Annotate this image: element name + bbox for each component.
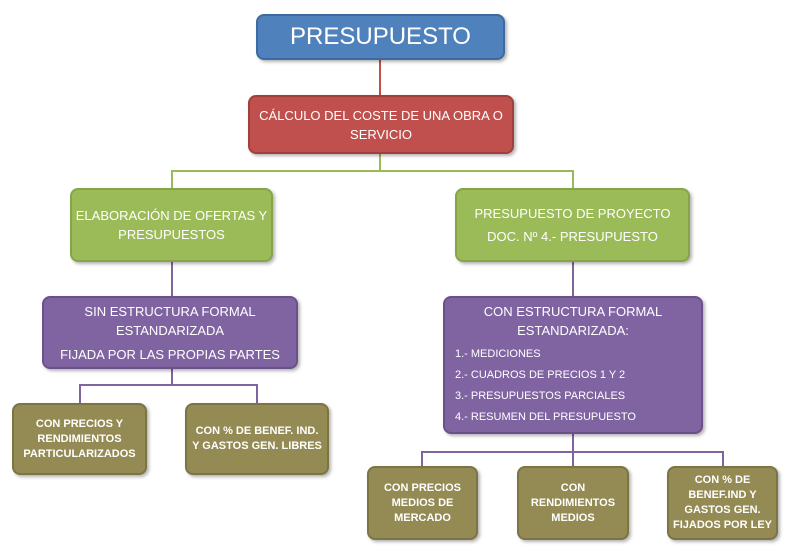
node-text: FIJADOS POR LEY	[672, 519, 773, 531]
right-child-1: CON PRECIOS MEDIOS DE MERCADO	[367, 466, 478, 540]
right-purple-node: CON ESTRUCTURA FORMAL ESTANDARIZADA: 1.-…	[443, 296, 703, 434]
node-text: RENDIMIENTOS	[530, 496, 616, 509]
root-node: PRESUPUESTO	[256, 14, 505, 60]
connector-left-child1	[79, 384, 81, 403]
connector-left-horizontal	[79, 384, 258, 386]
list-item: 4.- RESUMEN DEL PRESUPUESTO	[455, 411, 636, 423]
connector-left-purple	[171, 262, 173, 296]
node-title: CON ESTRUCTURA FORMAL	[483, 304, 663, 319]
list-item: 2.- CUADROS DE PRECIOS 1 Y 2	[455, 369, 626, 381]
node-text: BENEF.IND Y	[688, 489, 757, 501]
node-text: PRESUPUESTOS	[118, 227, 225, 242]
left-purple-node: SIN ESTRUCTURA FORMAL ESTANDARIZADA FIJA…	[42, 296, 298, 369]
node-text: MEDIOS	[551, 511, 595, 524]
connector-right-child1	[421, 451, 423, 466]
connector-right-down	[572, 434, 574, 452]
node-text: CÁLCULO DEL COSTE DE UNA OBRA O	[259, 107, 503, 123]
level1-node: CÁLCULO DEL COSTE DE UNA OBRA O SERVICIO	[248, 95, 514, 154]
root-label: PRESUPUESTO	[290, 23, 471, 50]
node-text: SIN ESTRUCTURA FORMAL	[84, 303, 256, 319]
connector-level1-horizontal	[171, 170, 574, 172]
node-text: CON % DE	[694, 474, 751, 486]
node-text: MEDIOS DE	[391, 496, 454, 509]
connector-left-down	[171, 369, 173, 385]
left-child-1: CON PRECIOS Y RENDIMIENTOS PARTICULARIZA…	[12, 403, 147, 475]
node-text: CON % DE BENEF. IND.	[195, 425, 319, 437]
connector-right-child2	[572, 451, 574, 466]
node-text: ESTANDARIZADA	[115, 322, 225, 338]
connector-root	[379, 60, 381, 95]
left-child-2: CON % DE BENEF. IND. Y GASTOS GEN. LIBRE…	[185, 403, 329, 475]
right-green-node: PRESUPUESTO DE PROYECTO DOC. Nº 4.- PRES…	[455, 188, 690, 262]
left-green-node: ELABORACIÓN DE OFERTAS Y PRESUPUESTOS	[70, 188, 273, 262]
connector-right-green	[572, 170, 574, 188]
node-text: CON PRECIOS Y	[35, 417, 124, 430]
node-text: MERCADO	[394, 511, 451, 524]
connector-left-child2	[256, 384, 258, 403]
node-text: Y GASTOS GEN. LIBRES	[192, 440, 322, 452]
node-text: DOC. Nº 4.- PRESUPUESTO	[487, 229, 658, 244]
right-child-2: CON RENDIMIENTOS MEDIOS	[517, 466, 629, 540]
connector-level1-down	[379, 154, 381, 171]
connector-left-green	[171, 170, 173, 188]
node-text: CON PRECIOS	[383, 481, 461, 494]
node-text: SERVICIO	[350, 126, 412, 142]
connector-right-child3	[722, 451, 724, 466]
node-text: FIJADA POR LAS PROPIAS PARTES	[60, 346, 280, 362]
node-title: ESTANDARIZADA:	[517, 323, 629, 338]
node-text: RENDIMIENTOS	[37, 432, 122, 445]
list-item: 1.- MEDICIONES	[455, 348, 541, 360]
list-item: 3.- PRESUPUESTOS PARCIALES	[455, 390, 626, 402]
right-child-3: CON % DE BENEF.IND Y GASTOS GEN. FIJADOS…	[667, 466, 778, 540]
node-text: ELABORACIÓN DE OFERTAS Y	[75, 208, 268, 223]
node-text: GASTOS GEN.	[684, 504, 761, 516]
node-text: CON	[560, 481, 586, 494]
node-text: PARTICULARIZADOS	[23, 447, 136, 460]
connector-right-purple	[572, 262, 574, 296]
node-text: PRESUPUESTO DE PROYECTO	[474, 206, 671, 221]
